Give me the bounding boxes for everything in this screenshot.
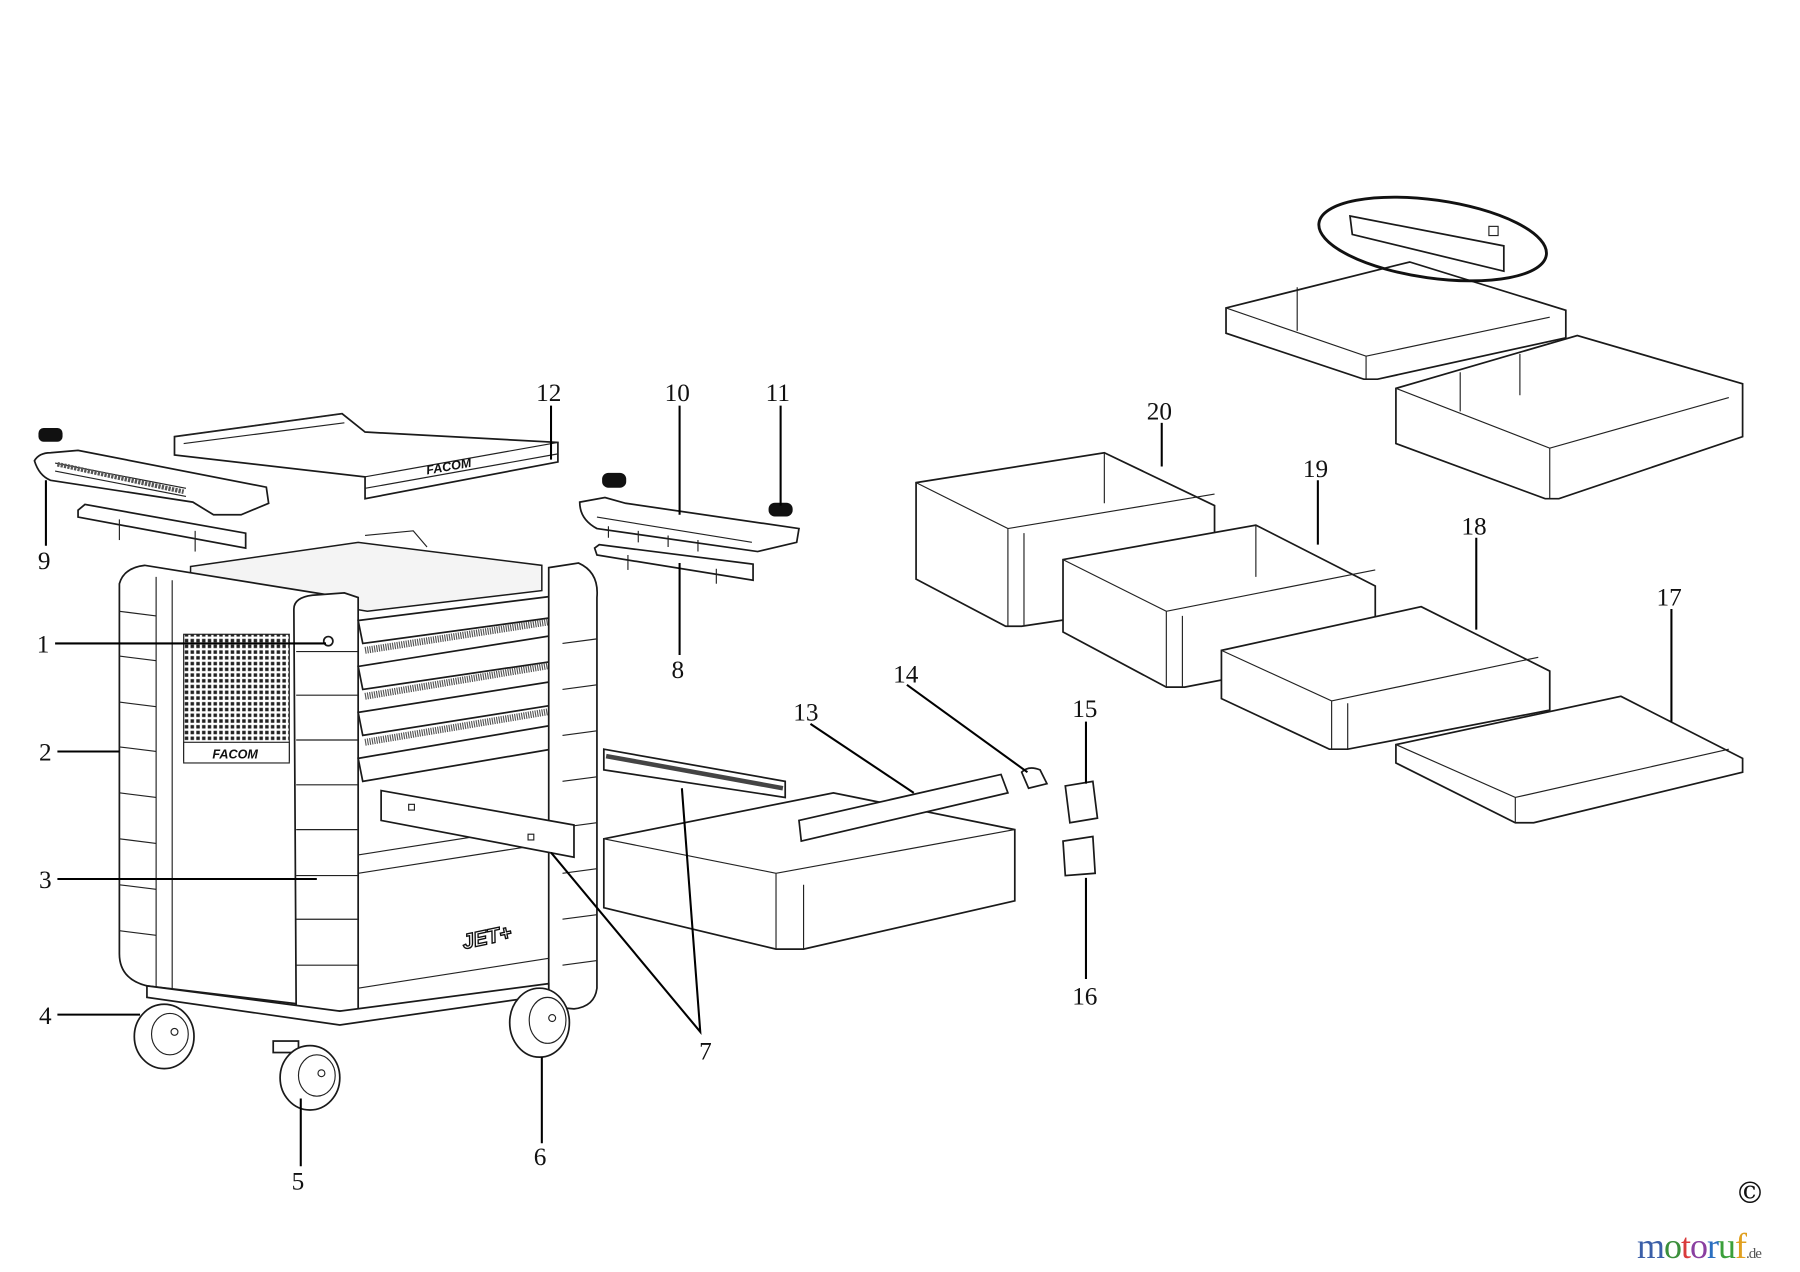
part-9-handle (33, 428, 270, 552)
label-8: 8 (672, 656, 685, 684)
label-19: 19 (1303, 455, 1328, 483)
part-10-handle-bar (578, 472, 800, 584)
label-16: 16 (1072, 982, 1097, 1010)
label-4: 4 (39, 1002, 52, 1030)
castor-4 (133, 1003, 195, 1070)
label-18: 18 (1461, 512, 1486, 540)
part-labels: 1 2 3 4 5 6 7 8 9 10 11 12 13 14 15 16 1… (37, 379, 1682, 1195)
wm-letter: o (1690, 1226, 1708, 1266)
label-15: 15 (1072, 695, 1097, 723)
label-2: 2 (39, 739, 52, 767)
facom-brand-side: FACOM (212, 747, 258, 761)
cabinet-drawers (357, 594, 566, 783)
label-6: 6 (534, 1143, 547, 1171)
label-9: 9 (38, 547, 51, 575)
wm-letter: o (1664, 1226, 1682, 1266)
label-10: 10 (665, 379, 690, 407)
wm-letter: m (1637, 1226, 1665, 1266)
label-5: 5 (292, 1167, 305, 1195)
label-3: 3 (39, 866, 52, 894)
wm-letter: t (1681, 1226, 1691, 1266)
castor-5-brake (272, 1040, 341, 1111)
jet-plus-badge: JET+ (460, 921, 514, 954)
top-right-drawers (1225, 195, 1744, 500)
label-7: 7 (699, 1037, 712, 1065)
highlight-circle (1317, 195, 1548, 283)
motoruf-watermark[interactable]: motoruf.de (1637, 1225, 1762, 1267)
wm-letter: f (1735, 1226, 1747, 1266)
castors (133, 987, 571, 1111)
wm-suffix: .de (1746, 1246, 1762, 1262)
label-14: 14 (893, 661, 919, 689)
copyright-symbol: © (1735, 1176, 1765, 1211)
drawer-18 (1220, 605, 1551, 751)
label-13: 13 (793, 698, 818, 726)
wm-letter: u (1718, 1226, 1736, 1266)
label-17: 17 (1657, 584, 1682, 612)
label-12: 12 (536, 379, 561, 407)
drawer-17 (1395, 695, 1744, 824)
leader-lines (44, 405, 1673, 1167)
wm-letter: r (1707, 1226, 1719, 1266)
castor-6 (508, 987, 571, 1058)
middle-drawer-assembly (602, 748, 1099, 950)
part-12-top-tray: FACOM (173, 412, 559, 500)
label-20: 20 (1147, 397, 1172, 425)
cabinet-body: FACOM JET+ (118, 530, 599, 1026)
label-1: 1 (37, 631, 50, 659)
label-11: 11 (766, 379, 790, 407)
